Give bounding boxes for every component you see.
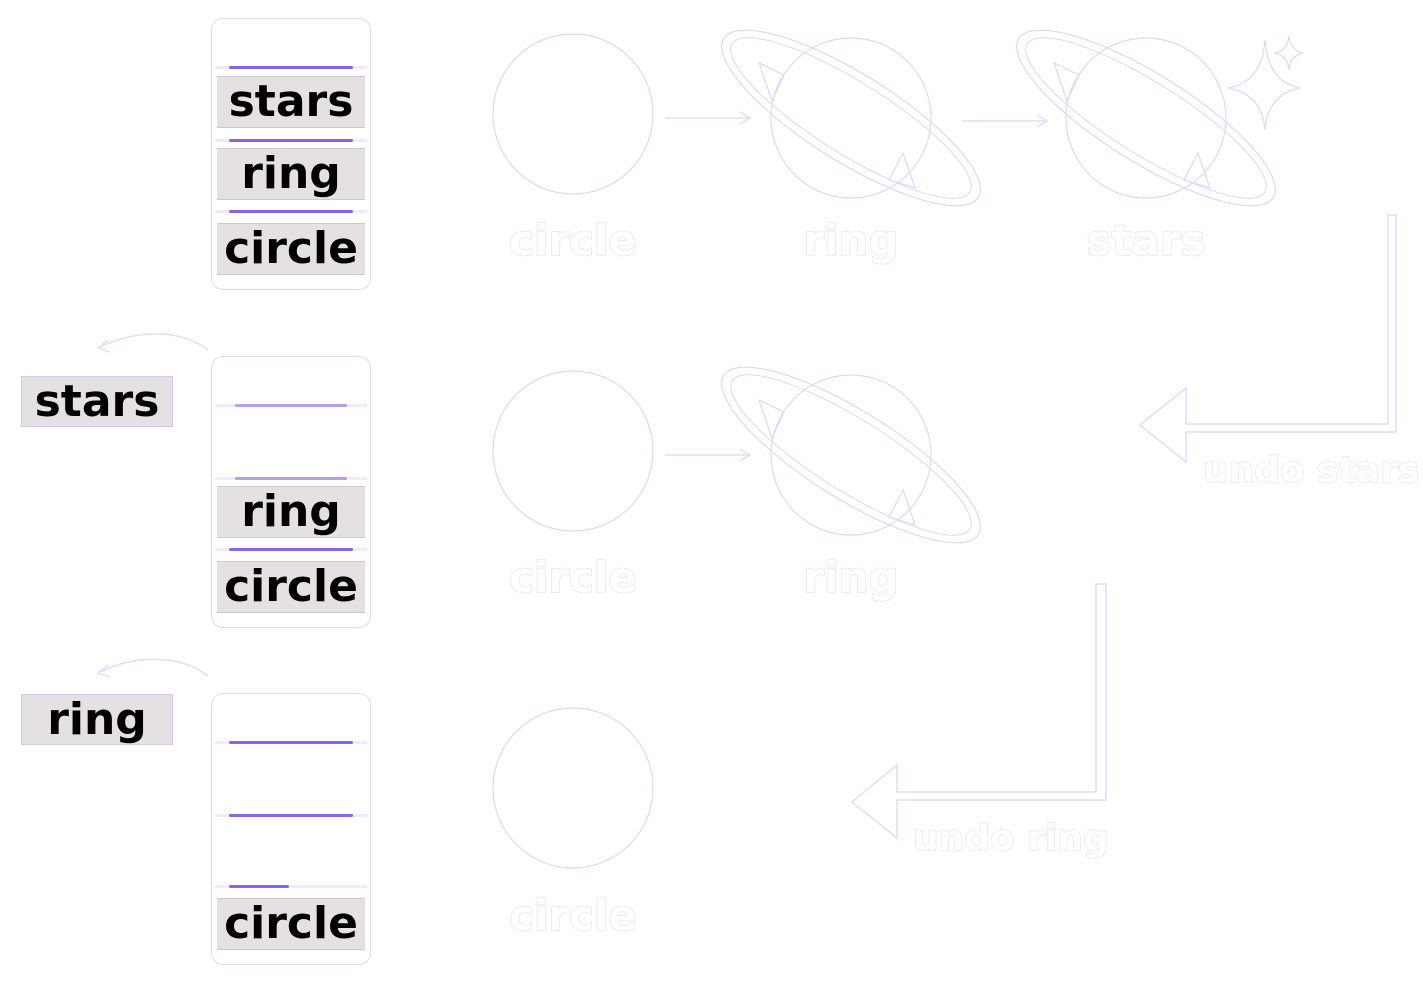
stack-separator	[215, 210, 367, 213]
stack-slot-bottom: circle	[217, 561, 365, 613]
circle-icon	[492, 707, 654, 869]
undo-stack-3: circle	[211, 693, 371, 965]
pop-arrow-icon	[99, 333, 209, 351]
undo-arrow-icon	[1138, 214, 1397, 464]
stack-separator	[215, 404, 367, 407]
circle-icon	[492, 33, 654, 195]
popped-item-ring: ring	[21, 694, 173, 745]
stack-separator	[215, 477, 367, 480]
stack-slot-bottom: circle	[217, 898, 365, 950]
stack-slot-middle: ring	[217, 486, 365, 538]
circle-icon	[492, 370, 654, 532]
row2-label-ring: ring	[803, 553, 898, 602]
stack-slot-bottom: circle	[217, 223, 365, 275]
pop-arrow-icon	[99, 658, 209, 677]
undo-ring-label: undo ring	[913, 818, 1109, 859]
popped-item-stars: stars	[21, 376, 173, 427]
row1-label-ring: ring	[803, 216, 898, 265]
stack-separator	[215, 885, 367, 888]
stack-separator	[215, 66, 367, 69]
stack-slot-top: stars	[217, 76, 365, 128]
stack-slot-middle: ring	[217, 148, 365, 200]
stack-separator	[215, 814, 367, 817]
row1-label-circle: circle	[509, 216, 637, 265]
undo-stack-2: ring circle	[211, 356, 371, 628]
row3-label-circle: circle	[509, 891, 637, 940]
row2-label-circle: circle	[509, 553, 637, 602]
stack-separator	[215, 741, 367, 744]
stack-separator	[215, 139, 367, 142]
undo-stack-1: stars ring circle	[211, 18, 371, 290]
undo-arrow-icon	[850, 583, 1107, 840]
undo-stars-label: undo stars	[1203, 450, 1419, 491]
stack-separator	[215, 548, 367, 551]
row1-label-stars: stars	[1086, 216, 1205, 265]
